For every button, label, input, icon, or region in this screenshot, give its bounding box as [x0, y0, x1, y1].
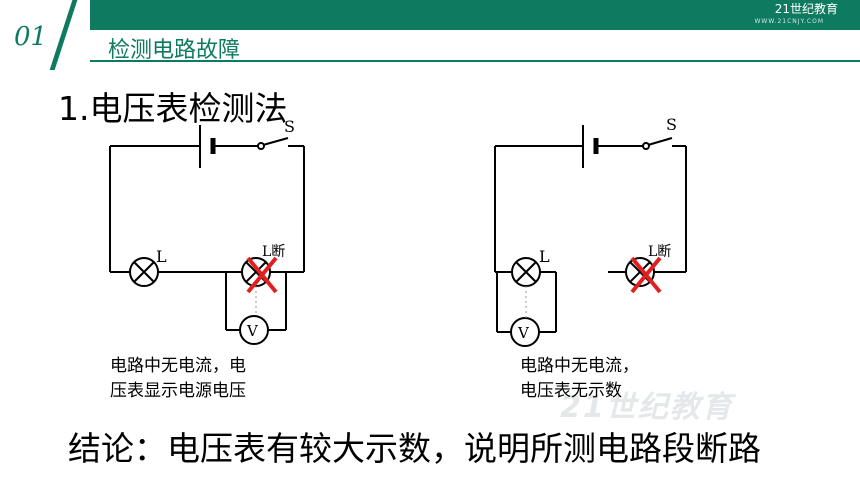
- left-caption-line1: 电路中无电流，电: [110, 356, 246, 376]
- watermark: 21世纪教育: [560, 390, 734, 425]
- logo-subtext: WWW.21CNJY.COM: [754, 18, 824, 25]
- left-switch-pivot: [257, 142, 265, 150]
- conclusion-text: 结论：电压表有较大示数，说明所测电路段断路: [68, 429, 761, 468]
- right-meter-label: V: [517, 324, 530, 342]
- title-underline: [90, 60, 860, 62]
- left-lamp2-label: L断: [262, 244, 285, 260]
- left-voltmeter: [239, 315, 269, 345]
- section-number-box: 01: [0, 0, 90, 62]
- method-subtitle: 1.电压表检测法: [58, 89, 288, 128]
- left-caption-line2: 压表显示电源电压: [110, 381, 246, 401]
- left-meter-label: V: [246, 322, 259, 340]
- right-caption-line1: 电路中无电流，: [520, 356, 639, 376]
- right-caption: 电路中无电流， 电压表无示数: [520, 354, 639, 404]
- header-bar: 21世纪教育 WWW.21CNJY.COM: [0, 0, 860, 30]
- section-number: 01: [14, 22, 48, 52]
- logo: 21世纪教育: [774, 2, 838, 16]
- left-switch-label: S: [284, 117, 295, 136]
- section-title: 检测电路故障: [108, 38, 241, 63]
- left-switch-blade: [262, 137, 289, 146]
- right-switch-pivot: [642, 142, 650, 150]
- right-circuit: [494, 125, 687, 347]
- left-caption: 电路中无电流，电 压表显示电源电压: [110, 354, 246, 404]
- right-caption-line2: 电压表无示数: [520, 381, 622, 401]
- right-voltmeter: [510, 317, 540, 347]
- left-lamp1-label: L: [156, 247, 167, 266]
- right-lamp2-label: L断: [648, 244, 671, 260]
- right-lamp1-label: L: [539, 247, 550, 266]
- left-fault-mark: [246, 256, 278, 294]
- left-circuit: [109, 125, 305, 345]
- right-switch-label: S: [666, 115, 677, 134]
- right-fault-mark: [630, 256, 662, 294]
- right-switch-blade: [647, 137, 673, 146]
